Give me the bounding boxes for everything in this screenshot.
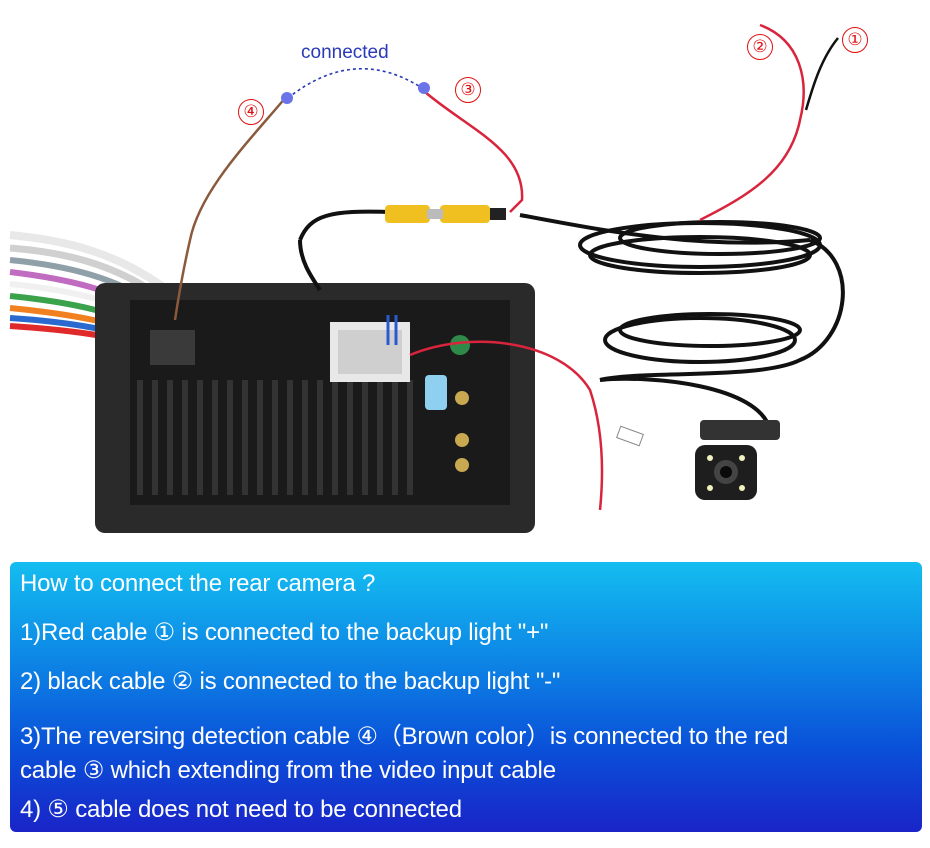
wiring-diagram [9, 23, 845, 533]
head-unit [95, 283, 535, 533]
step-2: 2) black cable ② is connected to the bac… [20, 668, 561, 695]
black-wire-1 [804, 37, 839, 111]
step-1: 1)Red cable ① is connected to the backup… [20, 619, 549, 646]
connected-label: connected [301, 42, 389, 63]
step-3-line-2: cable ③ which extending from the video i… [20, 757, 556, 784]
marker-2: ② [747, 34, 773, 60]
connected-dash [287, 67, 423, 99]
blue-pins [386, 315, 398, 345]
camera-cable-coil [298, 209, 845, 431]
red-wires [409, 23, 805, 511]
instructions-heading: How to connect the rear camera ? [20, 570, 376, 597]
instructions-panel: How to connect the rear camera ? 1)Red c… [10, 562, 922, 832]
step-3-line-1: 3)The reversing detection cable ④（Brown … [20, 723, 789, 750]
wire-tag [616, 425, 644, 447]
marker-3: ③ [455, 77, 481, 103]
wire-end-dot-left [281, 92, 293, 104]
brown-wire [173, 96, 287, 321]
rca-connector [385, 205, 506, 223]
wire-end-dot-right [418, 82, 430, 94]
rear-camera [695, 420, 780, 500]
step-4: 4) ⑤ cable does not need to be connected [20, 796, 462, 823]
marker-4: ④ [238, 99, 264, 125]
marker-1: ① [842, 27, 868, 53]
